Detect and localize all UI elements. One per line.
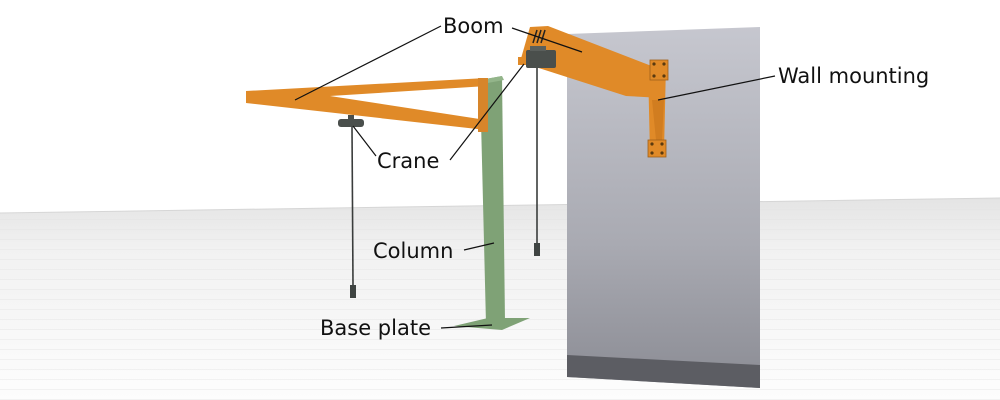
label-column: Column (373, 239, 453, 263)
label-boom: Boom (443, 14, 504, 38)
label-crane: Crane (377, 149, 439, 173)
leader-lines (294, 25, 776, 329)
column (454, 76, 530, 330)
label-wall-mounting: Wall mounting (778, 64, 929, 88)
crane-trolley-wall (518, 29, 558, 256)
label-base-plate: Base plate (320, 316, 431, 340)
base-plate (454, 318, 530, 330)
wall-mounting-bracket-top (649, 59, 669, 81)
wall-boom (520, 26, 669, 158)
pillar-boom (246, 78, 488, 132)
wall-mounting-bracket-bottom (647, 139, 667, 158)
crane-trolley-pillar (338, 115, 364, 298)
wall (567, 27, 760, 388)
